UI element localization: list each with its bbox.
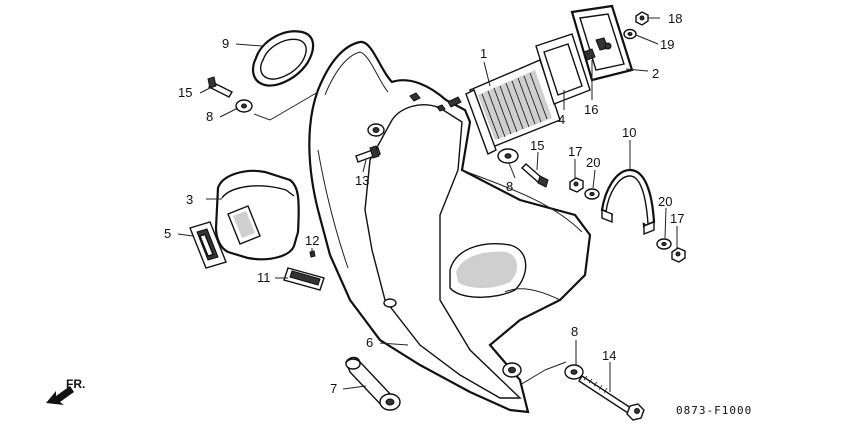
callout-20-lower: 20 (658, 194, 672, 209)
filter-frame-part-4 (535, 33, 591, 105)
collar-part-7 (345, 356, 401, 411)
bolt-part-14 (578, 375, 645, 421)
grommet-part-5 (189, 221, 227, 269)
callout-15-left: 15 (178, 85, 192, 100)
callout-8-left: 8 (206, 109, 213, 124)
front-direction-indicator: FR. (46, 377, 85, 405)
emblem-part-11 (283, 267, 325, 291)
leader-lines (177, 17, 678, 392)
arrow-icon (46, 386, 74, 405)
callout-10: 10 (622, 125, 636, 140)
drawing-code: 0873-F1000 (676, 404, 752, 417)
callout-16: 16 (584, 102, 598, 117)
callout-5: 5 (164, 226, 171, 241)
callout-3: 3 (186, 192, 193, 207)
washer-part-20-lower (656, 238, 672, 250)
case-part-3 (214, 169, 300, 261)
seal-ring-part-9 (251, 30, 315, 87)
callout-20-upper: 20 (586, 155, 600, 170)
callout-1: 1 (480, 46, 487, 61)
callout-15-right: 15 (530, 138, 544, 153)
body-cover-part-6 (308, 40, 592, 414)
washer-part-8-right (497, 148, 519, 164)
stud-part-13 (355, 145, 381, 163)
washer-part-8-left (235, 99, 253, 113)
callout-18: 18 (668, 11, 682, 26)
callout-labels: 1 2 3 4 5 6 7 8 8 8 9 10 11 12 13 14 15 … (164, 11, 684, 396)
callout-13: 13 (355, 173, 369, 188)
callout-9: 9 (222, 36, 229, 51)
callout-6: 6 (366, 335, 373, 350)
cover-plate-part-2 (570, 4, 634, 82)
callout-4: 4 (558, 112, 565, 127)
nut-part-18 (635, 11, 649, 26)
nut-part-17-upper (569, 177, 584, 193)
callout-2: 2 (652, 66, 659, 81)
direction-label: FR. (66, 377, 85, 391)
callout-7: 7 (330, 381, 337, 396)
callout-19: 19 (660, 37, 674, 52)
bolt-part-15-right (520, 163, 549, 188)
callout-11: 11 (257, 270, 271, 285)
bolt-part-15-left (207, 76, 233, 98)
bracket-strap-part-10 (600, 168, 656, 236)
callout-12: 12 (305, 233, 319, 248)
callout-17-upper: 17 (568, 144, 582, 159)
callout-8-bottom: 8 (571, 324, 578, 339)
stud-part-16 (583, 48, 596, 61)
nut-part-17-lower (671, 247, 686, 263)
callout-14: 14 (602, 348, 616, 363)
washer-part-19 (623, 28, 637, 40)
callout-17-lower: 17 (670, 211, 684, 226)
washer-part-8-bottom (564, 364, 584, 380)
washer-part-20-upper (584, 188, 600, 200)
callout-8-right: 8 (506, 179, 513, 194)
filter-element-part-1 (447, 59, 561, 155)
